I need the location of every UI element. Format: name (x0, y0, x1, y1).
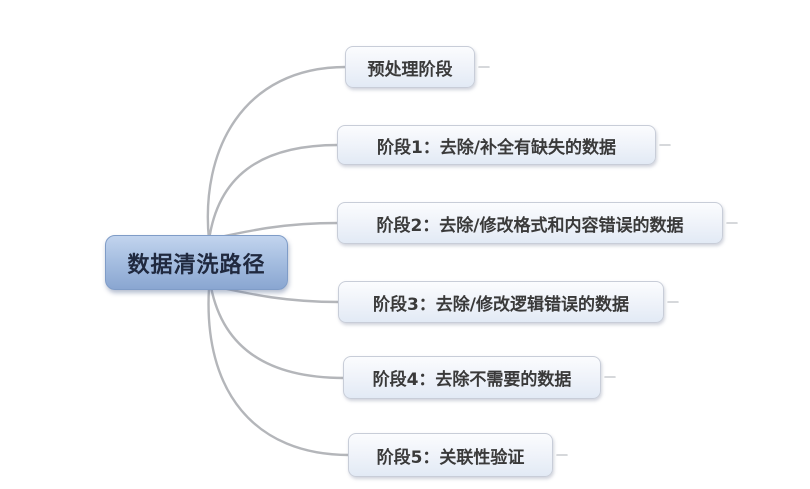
connector-curve-preprocess (206, 65, 348, 242)
connector-curve-stage1 (207, 143, 340, 242)
child-node-stage1-missing-data[interactable]: 阶段1：去除/补全有缺失的数据 (337, 125, 656, 165)
child-node-stage2-format-content-errors[interactable]: 阶段2：去除/修改格式和内容错误的数据 (337, 202, 723, 244)
child-node-stage4-unneeded-data[interactable]: 阶段4：去除不需要的数据 (343, 356, 601, 399)
connector-curve-stage4 (209, 285, 346, 380)
child-node-stage3-logic-errors[interactable]: 阶段3：去除/修改逻辑错误的数据 (338, 281, 664, 323)
child-node-stage5-correlation-check[interactable]: 阶段5：关联性验证 (348, 433, 553, 477)
root-node-data-cleaning-path[interactable]: 数据清洗路径 (105, 235, 288, 290)
connector-curve-stage5 (207, 286, 351, 457)
connector-stub-group (478, 66, 738, 456)
child-node-preprocess-stage[interactable]: 预处理阶段 (345, 46, 475, 88)
